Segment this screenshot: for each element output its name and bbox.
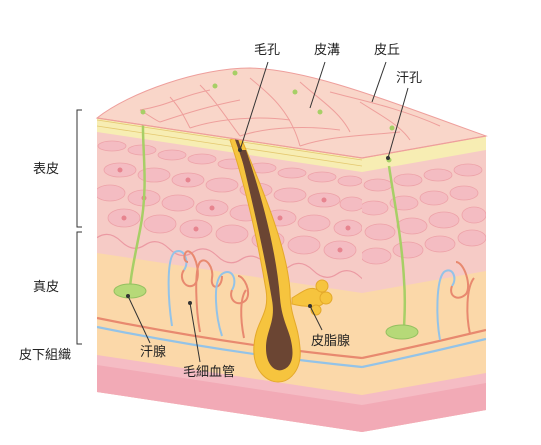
label-epidermis: 表皮 <box>33 162 60 177</box>
skin-grooves <box>139 77 441 147</box>
label-sweat-pore: 汗孔 <box>396 71 423 86</box>
skin-surface <box>95 67 488 163</box>
dermis-bracket <box>76 231 82 345</box>
hair-follicle <box>211 118 333 383</box>
capillary-loops <box>167 250 250 339</box>
sebaceous-gland <box>291 279 333 316</box>
front-face <box>97 118 362 432</box>
leader-lines <box>127 61 409 363</box>
label-skin-groove: 皮溝 <box>314 43 341 58</box>
epidermis-cells <box>97 140 362 260</box>
vein-line <box>97 325 362 369</box>
label-hair-pore: 毛孔 <box>254 43 281 58</box>
epidermis-bracket <box>76 109 82 228</box>
label-capillaries: 毛細血管 <box>183 365 236 380</box>
label-sebaceous-gland: 皮脂腺 <box>311 334 351 349</box>
label-skin-ridge: 皮丘 <box>374 43 401 58</box>
label-sweat-gland: 汗腺 <box>140 345 167 360</box>
layer-brackets <box>76 109 82 345</box>
label-dermis: 真皮 <box>33 280 60 295</box>
sweat-gland-front <box>113 118 147 299</box>
sweat-gland-side <box>385 165 419 340</box>
artery-line <box>97 316 362 360</box>
label-subcutaneous-tissue: 皮下組織 <box>19 348 72 363</box>
side-face <box>362 136 486 432</box>
